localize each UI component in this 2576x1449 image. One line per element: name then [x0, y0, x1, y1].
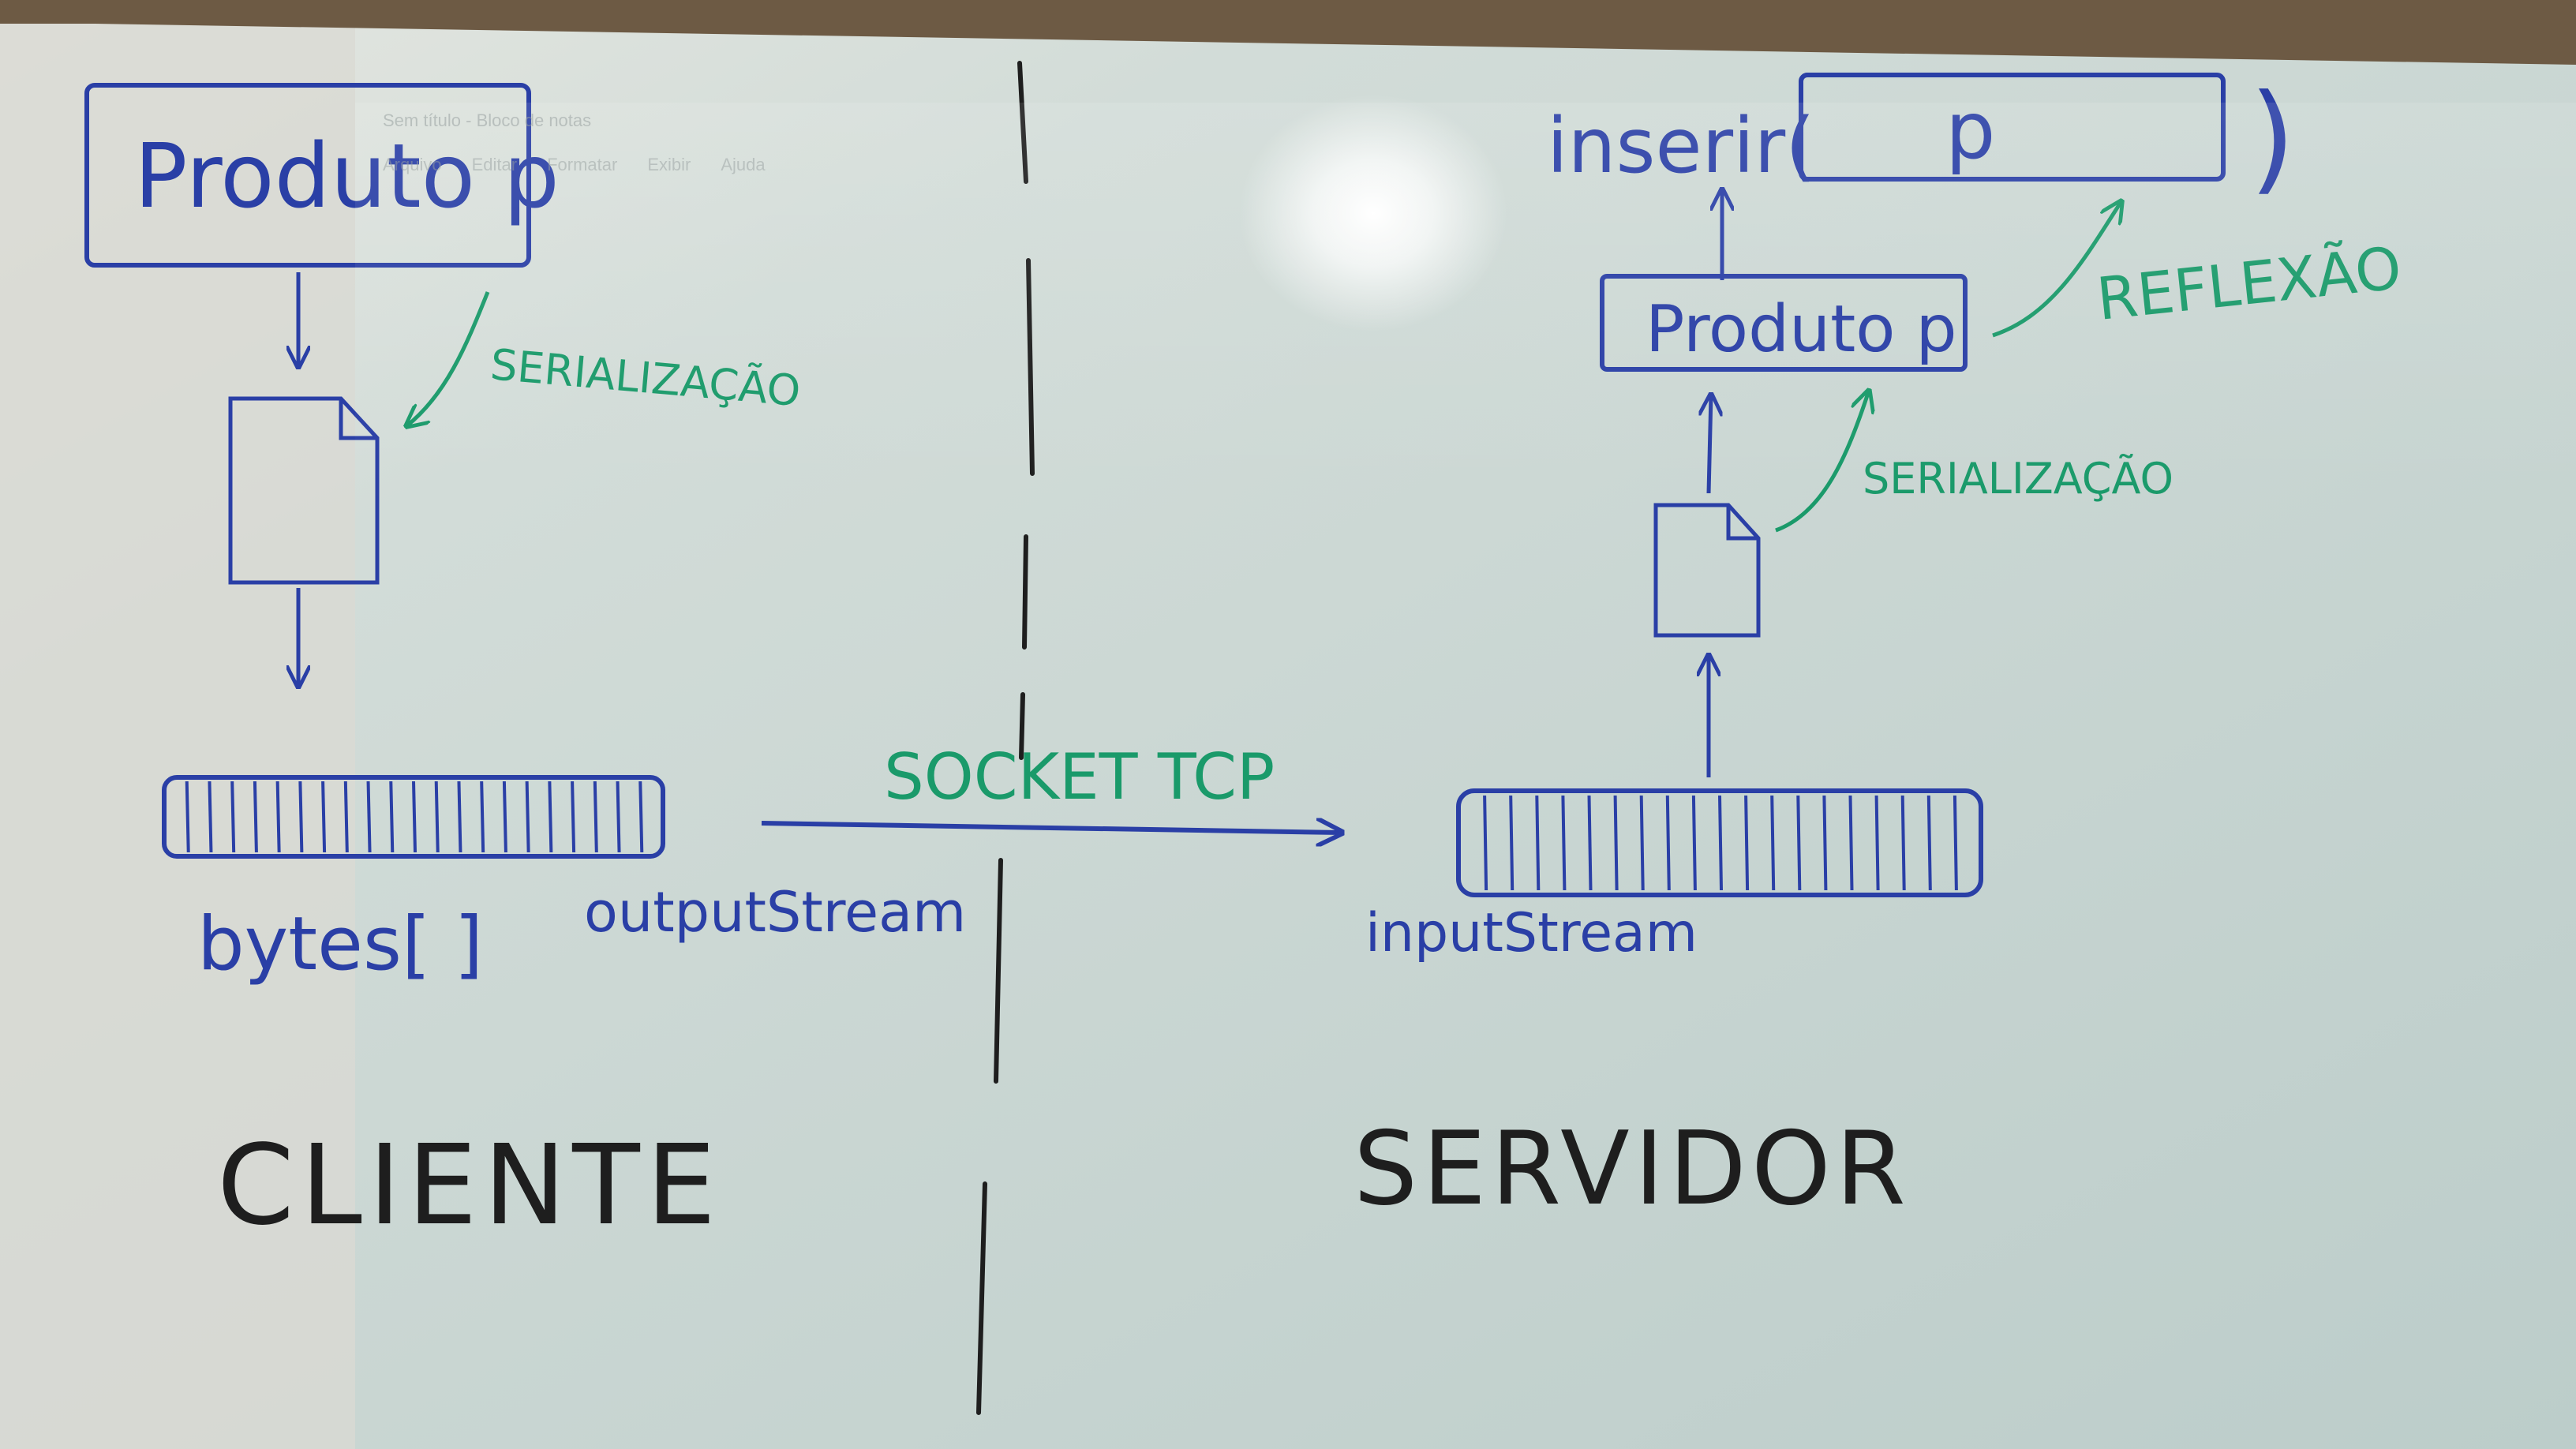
- output-buffer: [162, 775, 665, 859]
- socket-label: SOCKET TCP: [884, 740, 1275, 814]
- byte-cell-divider: [1691, 795, 1697, 891]
- board-left-shadow: [0, 24, 355, 1449]
- client-bytes-label: bytes[ ]: [197, 901, 483, 987]
- byte-cell-divider: [525, 781, 530, 853]
- byte-cell-divider: [1770, 795, 1776, 891]
- server-stream-label: inputStream: [1365, 902, 1698, 964]
- reflection-arrow: [1992, 201, 2121, 338]
- byte-cell-divider: [1483, 795, 1488, 891]
- insert-param-box: [1799, 73, 2226, 182]
- byte-cell-divider: [185, 781, 190, 853]
- byte-cell-divider: [1665, 795, 1671, 891]
- byte-cell-divider: [366, 781, 372, 853]
- byte-cell-divider: [1796, 795, 1802, 891]
- notepad-menu-item: Formatar: [547, 155, 618, 174]
- byte-cell-divider: [343, 781, 349, 853]
- input-buffer: [1456, 788, 1983, 897]
- byte-cell-divider: [1718, 795, 1723, 891]
- server-file-icon: [1653, 503, 1761, 638]
- insert-close-label: ): [2249, 69, 2296, 207]
- byte-cell-divider: [1953, 795, 1958, 891]
- byte-cell-divider: [1848, 795, 1854, 891]
- insert-param-label: p: [1945, 84, 1995, 177]
- byte-cell-divider: [502, 781, 507, 853]
- client-serialization-arrow: [406, 291, 490, 426]
- byte-cell-divider: [275, 781, 281, 853]
- client-side-label: CLIENTE: [217, 1121, 722, 1250]
- transport: SOCKET TCP: [761, 740, 1342, 833]
- byte-cell-divider: [1874, 795, 1880, 891]
- byte-cell-divider: [638, 781, 644, 853]
- byte-cell-divider: [253, 781, 258, 853]
- insert-call-label: inserir(: [1547, 102, 1815, 190]
- byte-cell-divider: [1744, 795, 1750, 891]
- server-object-box: [1600, 274, 1968, 372]
- byte-cell-divider: [1822, 795, 1828, 891]
- byte-cell-divider: [1561, 795, 1567, 891]
- byte-cell-divider: [434, 781, 440, 853]
- notepad-menu-item: Exibir: [647, 155, 691, 174]
- byte-cell-divider: [480, 781, 485, 853]
- notepad-menu-item: Editar: [471, 155, 518, 174]
- client-object-box: [84, 83, 531, 268]
- server-arrow-file-to-object: [1709, 395, 1711, 494]
- divider-line: [976, 61, 1035, 1415]
- byte-cell-divider: [548, 781, 553, 853]
- byte-cell-divider: [412, 781, 417, 853]
- byte-cell-divider: [571, 781, 576, 853]
- client-side: Produto p SERIALIZAÇÃO bytes[ ] outputSt…: [84, 83, 966, 1250]
- notepad-window-title: Sem título - Bloco de notas: [383, 110, 592, 130]
- byte-cell-divider: [208, 781, 213, 853]
- notepad-menu-item: Arquivo: [383, 155, 442, 174]
- notepad-menu-item: Ajuda: [721, 155, 766, 174]
- server-object-label: Produto p: [1646, 292, 1957, 367]
- notepad-menu-bar: Arquivo Editar Formatar Exibir Ajuda: [383, 155, 766, 175]
- byte-cell-divider: [616, 781, 621, 853]
- server-side: inserir( p ) Produto p REFLEXÃO SERIALIZ…: [1354, 69, 2405, 1228]
- byte-cell-divider: [1639, 795, 1645, 891]
- projector-glare: [1239, 95, 1507, 331]
- byte-cell-divider: [389, 781, 395, 853]
- board-frame-top: [0, 0, 2576, 65]
- client-file-icon: [228, 396, 380, 585]
- server-side-label: SERVIDOR: [1354, 1110, 1911, 1228]
- byte-cell-divider: [298, 781, 304, 853]
- byte-cell-divider: [593, 781, 598, 853]
- byte-cell-divider: [230, 781, 236, 853]
- byte-cell-divider: [1509, 795, 1515, 891]
- server-serialization-label: SERIALIZAÇÃO: [1863, 454, 2174, 504]
- byte-cell-divider: [1926, 795, 1932, 891]
- client-stream-label: outputStream: [584, 880, 966, 945]
- byte-cell-divider: [457, 781, 462, 853]
- byte-cell-divider: [1613, 795, 1619, 891]
- byte-cell-divider: [1587, 795, 1593, 891]
- byte-cell-divider: [321, 781, 327, 853]
- byte-cell-divider: [1535, 795, 1541, 891]
- client-object-label: Produto p: [134, 125, 560, 228]
- socket-arrow: [761, 823, 1342, 833]
- server-serialization-arrow: [1775, 391, 1869, 533]
- byte-cell-divider: [1900, 795, 1906, 891]
